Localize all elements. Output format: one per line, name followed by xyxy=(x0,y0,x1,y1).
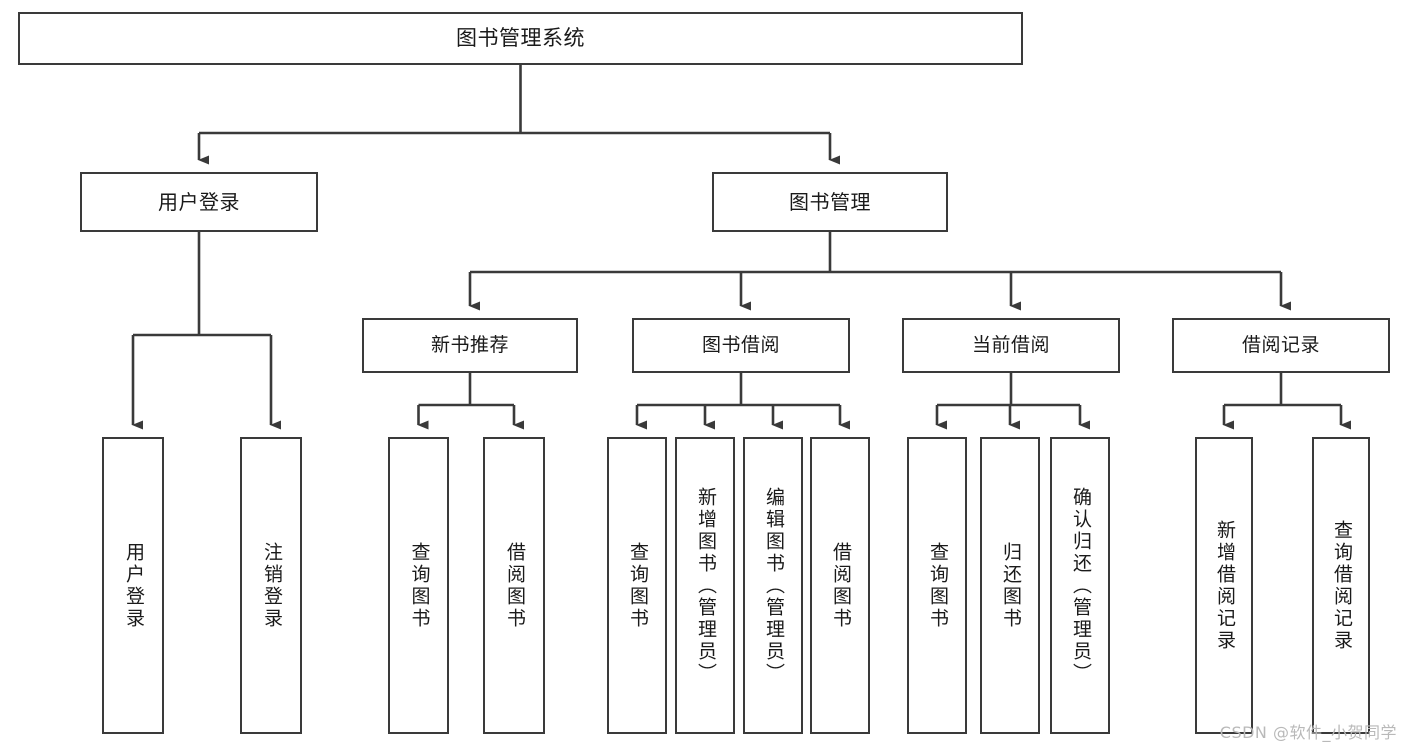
node-l6[interactable]: 新增图书（管理员） xyxy=(675,437,735,734)
node-label: 新增图书（管理员） xyxy=(694,486,717,685)
node-label: 借阅记录 xyxy=(1241,333,1320,356)
node-label: 查询图书 xyxy=(408,541,431,630)
node-label: 图书借阅 xyxy=(701,333,780,356)
node-l3[interactable]: 查询图书 xyxy=(388,437,449,734)
node-label: 借阅图书 xyxy=(503,541,526,630)
node-label: 用户登录 xyxy=(158,189,240,214)
node-label: 注销登录 xyxy=(260,541,283,630)
node-label: 查询图书 xyxy=(626,541,649,630)
node-l8[interactable]: 借阅图书 xyxy=(810,437,870,734)
node-label: 当前借阅 xyxy=(971,333,1050,356)
node-label: 归还图书 xyxy=(999,541,1022,630)
node-label: 新书推荐 xyxy=(430,333,509,356)
node-l2[interactable]: 注销登录 xyxy=(240,437,302,734)
node-l7[interactable]: 编辑图书（管理员） xyxy=(743,437,803,734)
node-l11[interactable]: 确认归还（管理员） xyxy=(1050,437,1110,734)
node-label: 编辑图书（管理员） xyxy=(762,486,785,685)
node-bookmgmt[interactable]: 图书管理 xyxy=(712,172,948,232)
node-label: 查询借阅记录 xyxy=(1330,519,1353,652)
node-newbook[interactable]: 新书推荐 xyxy=(362,318,578,373)
node-l12[interactable]: 新增借阅记录 xyxy=(1195,437,1253,734)
node-label: 新增借阅记录 xyxy=(1213,519,1236,652)
node-label: 确认归还（管理员） xyxy=(1069,486,1092,685)
node-label: 图书管理系统 xyxy=(456,25,585,50)
node-label: 借阅图书 xyxy=(829,541,852,630)
node-l4[interactable]: 借阅图书 xyxy=(483,437,545,734)
node-root[interactable]: 图书管理系统 xyxy=(18,12,1023,65)
node-l13[interactable]: 查询借阅记录 xyxy=(1312,437,1370,734)
node-records[interactable]: 借阅记录 xyxy=(1172,318,1390,373)
node-label: 图书管理 xyxy=(789,189,871,214)
node-label: 用户登录 xyxy=(122,541,145,630)
node-current[interactable]: 当前借阅 xyxy=(902,318,1120,373)
node-l10[interactable]: 归还图书 xyxy=(980,437,1040,734)
node-l1[interactable]: 用户登录 xyxy=(102,437,164,734)
node-login[interactable]: 用户登录 xyxy=(80,172,318,232)
node-borrow[interactable]: 图书借阅 xyxy=(632,318,850,373)
node-l5[interactable]: 查询图书 xyxy=(607,437,667,734)
node-label: 查询图书 xyxy=(926,541,949,630)
csdn-watermark: CSDN @软件_小贺同学 xyxy=(1219,723,1397,742)
node-l9[interactable]: 查询图书 xyxy=(907,437,967,734)
